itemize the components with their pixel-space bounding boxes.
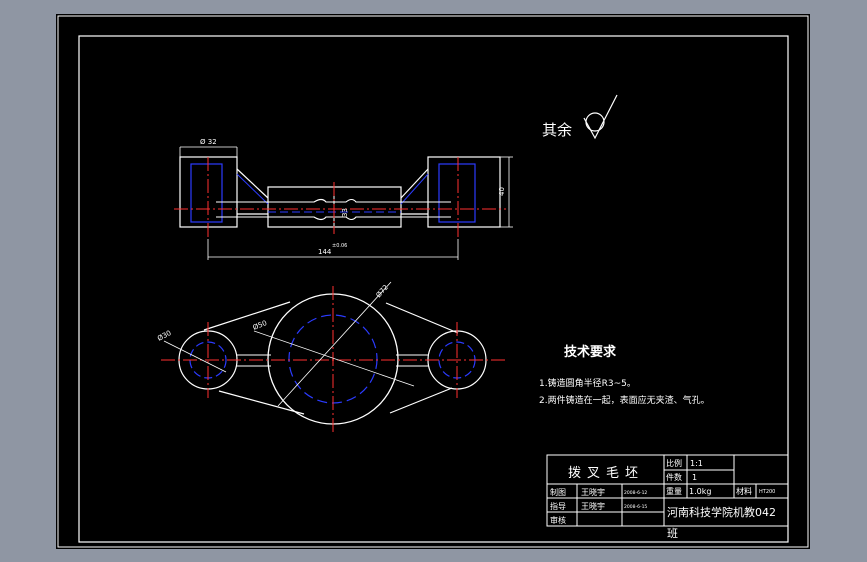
dim-d50-label: Ø50 [252, 319, 268, 332]
drawn-name: 王晓宇 [581, 487, 605, 497]
inner-drawing-frame [78, 35, 789, 543]
dim-144-label: 144 [318, 248, 332, 256]
checked-label: 指导 [550, 501, 566, 511]
title-block-outline [546, 454, 789, 527]
lower-right-tangent [389, 387, 453, 414]
web-lower-edge [216, 216, 451, 221]
dim-d32-label: Ø 32 [200, 138, 217, 146]
drawing-viewport[interactable]: Ø 32 40 33 144 ±0.06 [56, 14, 810, 549]
dim-40-label: 40 [498, 187, 506, 196]
title-block: 拨叉毛坯 比例 1:1 件数 1 重量 1.0kg 材料 HT200 制图 王晓… [546, 454, 789, 540]
material-label: 材料 [736, 486, 752, 496]
class-suffix: 班 [667, 527, 678, 540]
leader-d72 [277, 281, 392, 407]
right-arm-hidden [400, 173, 429, 205]
dim-144-tolerance: ±0.06 [332, 243, 347, 249]
weight-label: 重量 [666, 486, 682, 496]
leader-d30 [163, 340, 227, 373]
left-bore-hidden [190, 163, 223, 223]
scale-value: 1:1 [690, 459, 703, 468]
dim-33-label: 33 [341, 208, 349, 217]
right-bore-hidden [438, 163, 476, 223]
material-value: HT200 [759, 489, 775, 495]
leader-d50 [253, 330, 415, 387]
drawn-label: 制图 [550, 487, 566, 497]
tech-req-item-1: 1.铸造圆角半径R3~5。 [539, 377, 636, 389]
lower-left-tangent [218, 390, 305, 415]
left-arm-hidden [236, 173, 269, 205]
roughness-check-symbol [583, 94, 618, 140]
checked-name: 王晓宇 [581, 501, 605, 511]
left-arm-upper [236, 168, 269, 199]
part-name: 拨叉毛坯 [568, 466, 644, 481]
web-upper-edge [216, 198, 451, 203]
quantity-value: 1 [692, 473, 697, 482]
outer-sheet-border [57, 15, 809, 548]
approved-label: 审核 [550, 515, 566, 525]
right-arm-upper [400, 168, 429, 199]
front-view: Ø30 Ø50 Ø72 [156, 281, 508, 432]
tech-req-title: 技术要求 [564, 344, 617, 360]
surface-roughness-note: 其余 [542, 94, 618, 140]
upper-right-tangent [385, 302, 459, 334]
roughness-label: 其余 [542, 121, 572, 139]
school-name: 河南科技学院机教042 [667, 505, 776, 519]
drawn-date: 2008-6-12 [624, 490, 647, 496]
right-boss-outline [427, 156, 501, 228]
cad-drawing: Ø 32 40 33 144 ±0.06 [57, 15, 809, 548]
top-view: Ø 32 40 33 144 ±0.06 [174, 138, 513, 260]
dim-d30-label: Ø30 [156, 329, 172, 343]
quantity-label: 件数 [666, 472, 682, 482]
upper-left-tangent [203, 301, 291, 331]
scale-label: 比例 [666, 458, 682, 468]
tech-req-item-2: 2.两件铸造在一起，表面应无夹渣、气孔。 [539, 394, 710, 406]
weight-value: 1.0kg [689, 487, 711, 496]
checked-date: 2008-6-15 [624, 504, 647, 510]
technical-requirements: 技术要求 1.铸造圆角半径R3~5。 2.两件铸造在一起，表面应无夹渣、气孔。 [539, 344, 710, 406]
roughness-circle-symbol [585, 112, 605, 132]
